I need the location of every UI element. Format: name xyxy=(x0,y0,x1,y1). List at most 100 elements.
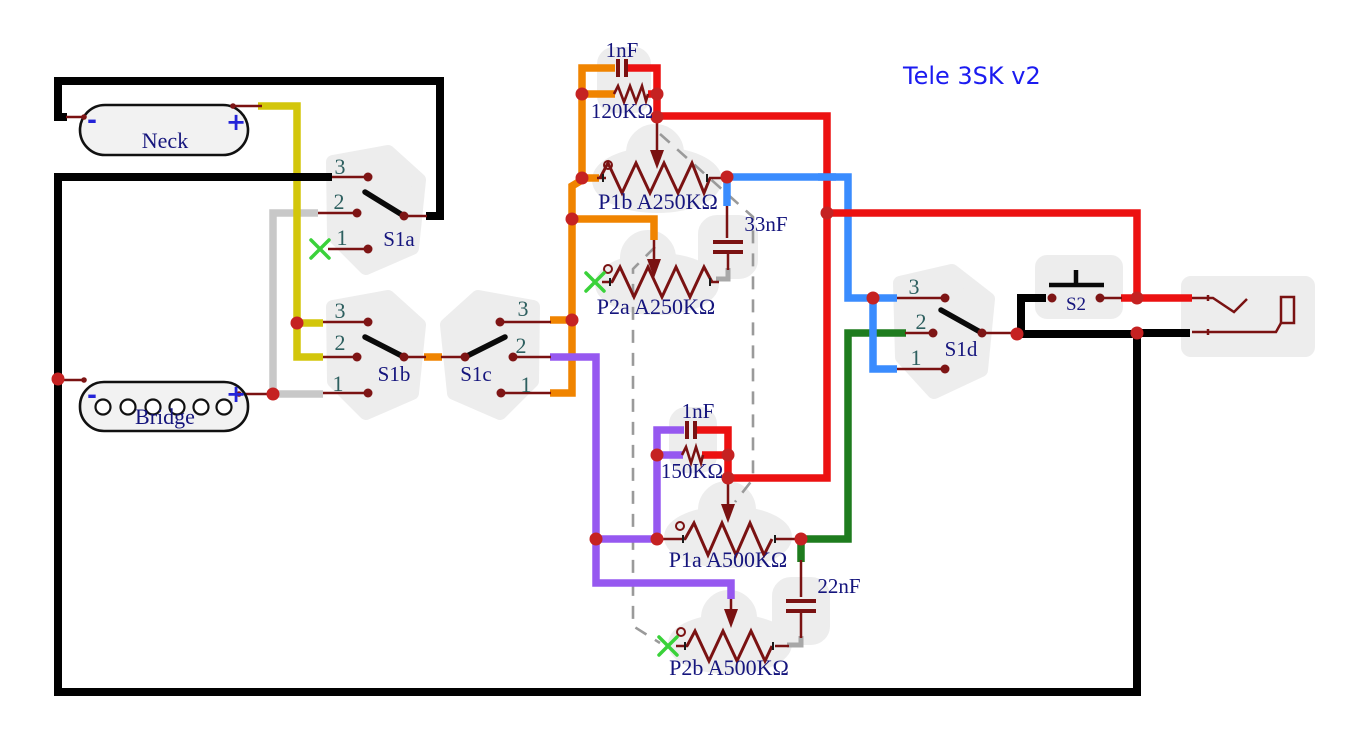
s1c-pin3-dot xyxy=(495,317,505,327)
leads-s1d xyxy=(897,296,1018,371)
s1d-pos1-number: 1 xyxy=(911,345,922,370)
yellow-wires xyxy=(258,102,323,361)
purple-wires xyxy=(550,353,735,599)
pot-p2a-label: P2a A250KΩ xyxy=(597,294,715,319)
s1b-label: S1b xyxy=(378,362,411,386)
switch-s1a-body xyxy=(326,145,426,275)
unconnected-x-marks xyxy=(309,238,679,657)
pot-p1b-wiper-arrow xyxy=(650,150,664,169)
bridge-pole-pieces xyxy=(94,398,233,416)
wire-green-p1a-to-s1d2 xyxy=(801,329,906,543)
junction-dot xyxy=(1130,291,1144,305)
s1a-lever xyxy=(362,189,407,219)
s1b-common-dot xyxy=(399,352,409,362)
wire-orange-p2a-wiper xyxy=(572,215,658,240)
pot-p2a-bump xyxy=(620,230,676,286)
cap-1nf-top-label: 1nF xyxy=(606,38,639,62)
resistor-150k-label: 150KΩ xyxy=(661,459,723,483)
s1c-pos3-number: 3 xyxy=(518,296,529,321)
wire-red-output xyxy=(827,209,1192,302)
component-labels: Neck Bridge S1a S1b S1c S1d S2 P1b A250K… xyxy=(135,38,1086,680)
jack-sleeve-contact xyxy=(1192,322,1283,334)
switch-position-numbers: 3 2 1 3 2 1 3 2 1 3 2 1 xyxy=(333,154,927,397)
s1b-pin3-dot xyxy=(363,317,373,327)
jack-tip-contact xyxy=(1192,296,1248,314)
s1a-pos3-number: 3 xyxy=(335,154,346,179)
wire-blue-s1d1 xyxy=(869,298,897,373)
bridge-pickup xyxy=(78,380,250,433)
bridge-plus-sign: + xyxy=(226,380,246,408)
wire-orange-bus xyxy=(550,64,615,397)
stub-33nf-to-p2a xyxy=(716,268,731,282)
neck-plus-pin-dot xyxy=(230,103,236,109)
pole-piece xyxy=(215,398,233,416)
s1d-pos2-number: 2 xyxy=(916,309,927,334)
junction-dot xyxy=(794,532,808,546)
wire-red-1nf-low xyxy=(697,426,732,456)
gang-link-p1b-p1a xyxy=(659,133,755,503)
pot-p1a-label: P1a A500KΩ xyxy=(669,547,787,572)
resistor-150k-symbol xyxy=(680,442,705,468)
junction-dot xyxy=(1010,327,1024,341)
junction-dot xyxy=(575,87,589,101)
wire-black-ground-loop xyxy=(54,173,1190,696)
junction-dot xyxy=(650,532,664,546)
s1c-label: S1c xyxy=(460,362,492,386)
junction-dot xyxy=(820,206,834,220)
s2-button-symbol xyxy=(1049,270,1104,288)
pot-gang-links xyxy=(631,133,755,645)
switch-s1d-body xyxy=(893,264,995,399)
cap-22nf-label: 22nF xyxy=(817,574,860,598)
junction-dot xyxy=(565,212,579,226)
ticks-p1a xyxy=(682,535,776,543)
neck-pickup-outline xyxy=(78,103,250,157)
wire-yellow-s1b2 xyxy=(293,323,323,361)
gray-wires xyxy=(269,209,323,398)
pot-p2a-cw-marker xyxy=(603,264,613,274)
bridge-pickup-label: Bridge xyxy=(135,404,195,429)
leads-s1a xyxy=(318,175,427,251)
cap-1nf-low-label: 1nF xyxy=(682,399,715,423)
switch-levers xyxy=(362,189,985,360)
capacitor-plates xyxy=(616,59,816,613)
s1d-pin3-dot xyxy=(940,293,950,303)
neck-minus-sign: - xyxy=(87,106,97,134)
component-leads xyxy=(58,104,1122,648)
s1b-pin2-dot xyxy=(352,352,362,362)
neck-minus-pin-dot xyxy=(81,114,87,120)
pole-piece xyxy=(168,398,186,416)
s1a-common-dot xyxy=(399,211,409,221)
junction-dot xyxy=(650,448,664,462)
s2-right-pin-dot xyxy=(1095,293,1105,303)
pot-cw-markers xyxy=(603,160,686,637)
jack-body xyxy=(1181,276,1315,357)
cap-33nf-label: 33nF xyxy=(744,212,787,236)
s1c-pin2-dot xyxy=(508,352,518,362)
cap-1nf-low-plates xyxy=(685,421,697,439)
pot-p2a-track xyxy=(610,263,714,301)
pot-p2b-wiper-arrow xyxy=(724,609,738,628)
pickup-polarity-signs: - + - + xyxy=(87,106,246,409)
pole-piece xyxy=(144,398,162,416)
junction-dot xyxy=(720,170,734,184)
wire-black-s1d-to-s2 xyxy=(1017,294,1046,334)
junction-dot xyxy=(565,313,579,327)
resistor-symbols xyxy=(612,81,705,468)
leads-33nf xyxy=(725,206,730,270)
junction-dot xyxy=(866,291,880,305)
pot-p1a-wiper-arrow xyxy=(721,504,735,523)
black-wires xyxy=(54,77,1190,696)
stub-22nf-to-p2b xyxy=(787,636,804,648)
output-jack-symbol xyxy=(1192,295,1296,335)
s1b-pin1-dot xyxy=(363,388,373,398)
x-mark-s1a-pin1 xyxy=(309,238,331,260)
s1c-common-dot xyxy=(460,352,470,362)
leads-s1c xyxy=(441,320,551,395)
s1a-pos1-number: 1 xyxy=(337,225,348,250)
s1d-label: S1d xyxy=(945,337,978,361)
resistor-120k-label: 120KΩ xyxy=(591,99,653,123)
leads-p2a xyxy=(602,240,719,284)
junction-dot xyxy=(721,448,735,462)
s1d-pin2-dot xyxy=(928,328,938,338)
